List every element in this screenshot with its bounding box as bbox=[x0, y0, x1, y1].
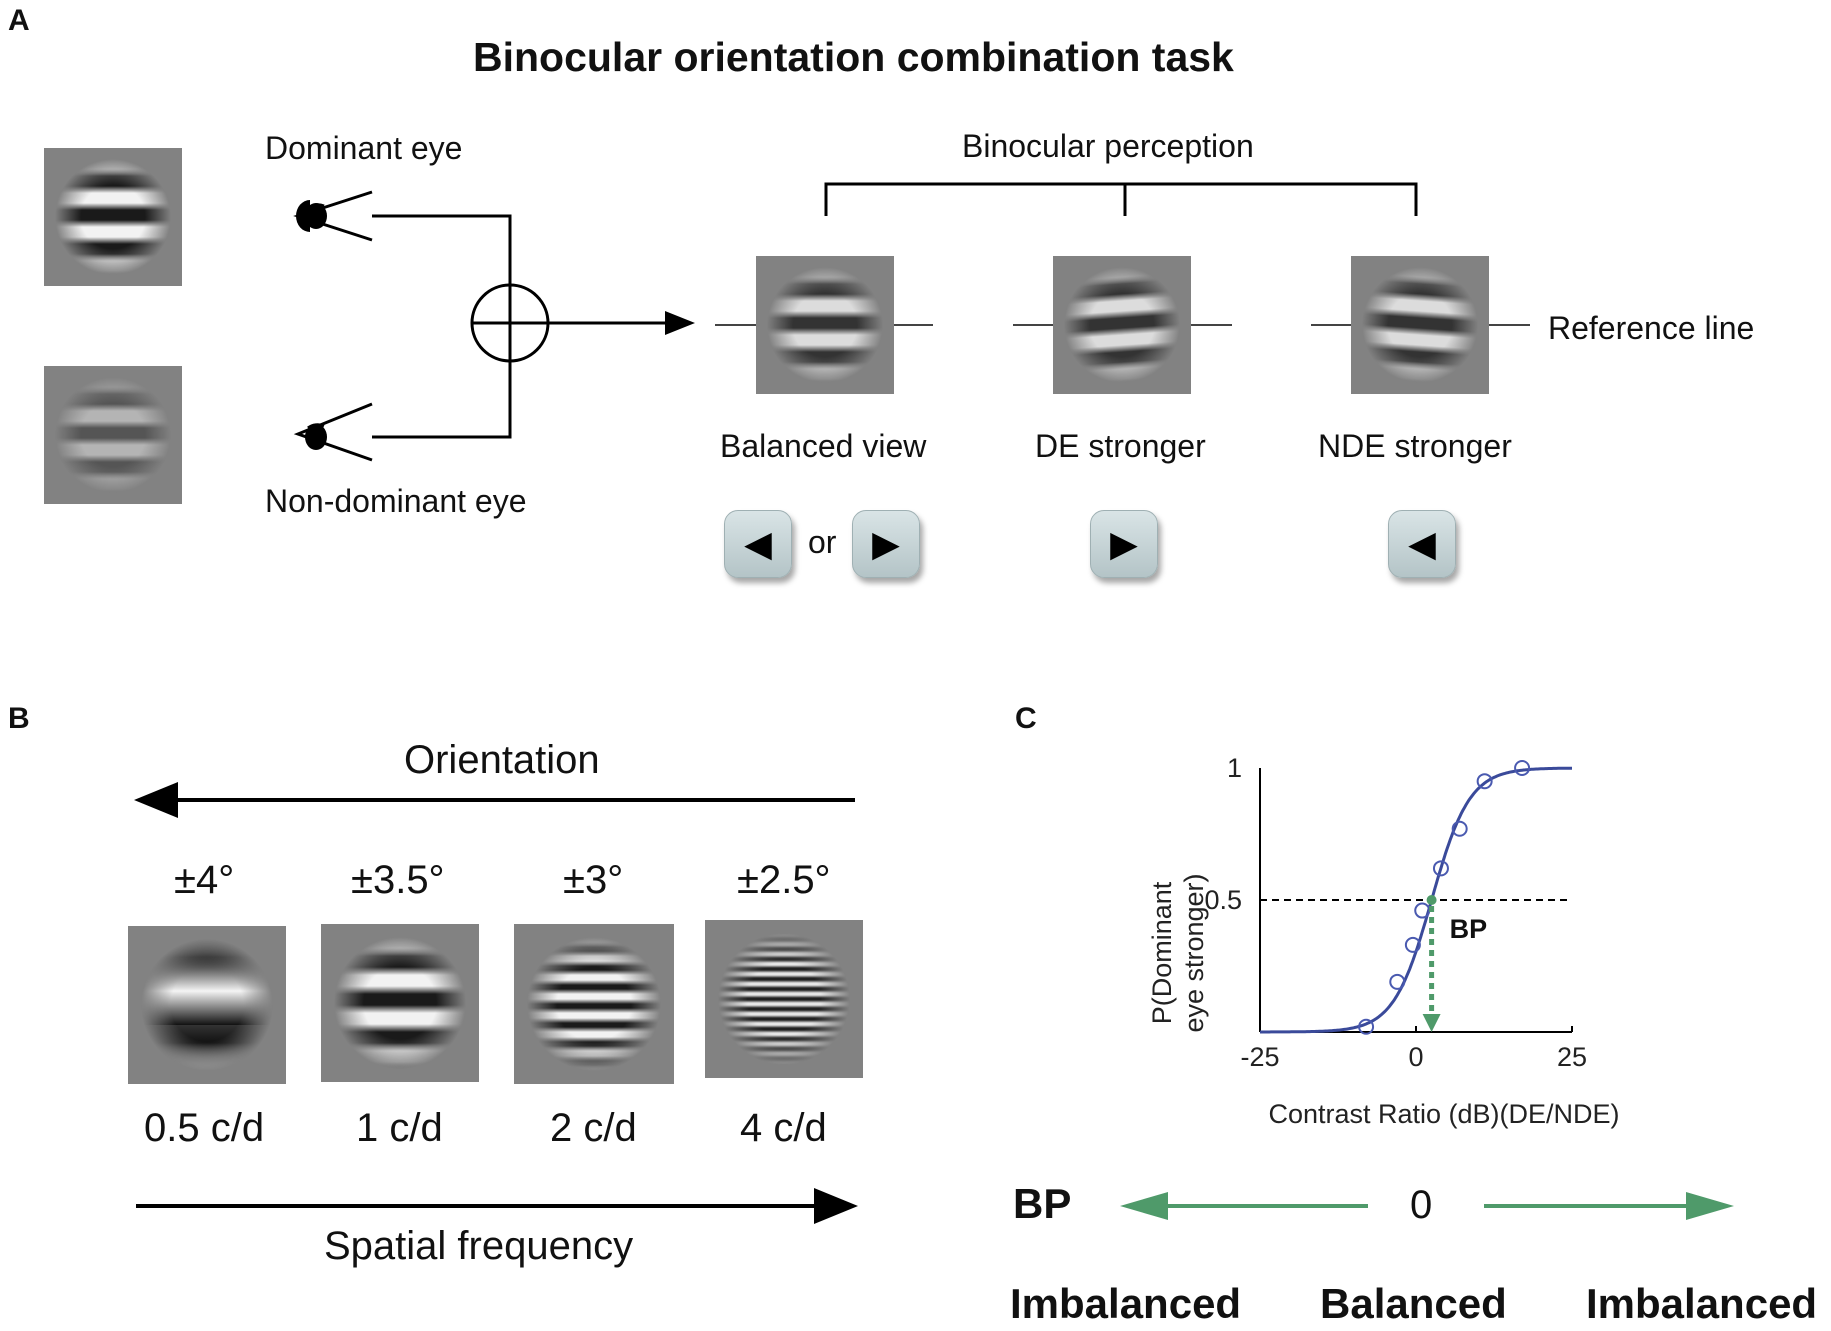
panel-a-title: Binocular orientation combination task bbox=[473, 34, 1234, 80]
spatial-frequency-label: Spatial frequency bbox=[324, 1224, 634, 1268]
nde-stronger-grating bbox=[1351, 256, 1489, 394]
orientation-value: ±2.5° bbox=[737, 858, 831, 902]
orientation-value: ±4° bbox=[174, 858, 235, 902]
left-arrow-icon: ◀ bbox=[1408, 523, 1436, 564]
data-point bbox=[1358, 1018, 1375, 1035]
balanced-label: Balanced bbox=[1320, 1280, 1507, 1327]
imbalanced-right-label: Imbalanced bbox=[1586, 1280, 1818, 1327]
x-tick-label: 0 bbox=[1408, 1042, 1423, 1072]
de-stronger-grating bbox=[1053, 256, 1191, 394]
data-point bbox=[1389, 973, 1406, 990]
perception-bracket bbox=[824, 182, 1418, 216]
orientation-value: ±3.5° bbox=[351, 858, 445, 902]
y-tick-label: 0.5 bbox=[1204, 885, 1242, 915]
output-arrow-icon bbox=[665, 311, 695, 335]
binocular-perception-label: Binocular perception bbox=[962, 128, 1254, 164]
orientation-arrow-icon bbox=[134, 782, 855, 818]
data-point bbox=[1432, 860, 1449, 877]
data-point bbox=[1451, 820, 1468, 837]
nondominant-eye-grating bbox=[44, 366, 182, 504]
grating-4cd bbox=[705, 920, 863, 1078]
orientation-label: Orientation bbox=[404, 738, 600, 782]
panel-b-letter: B bbox=[8, 702, 30, 735]
nde-stronger-label: NDE stronger bbox=[1318, 428, 1512, 464]
balanced-view-label: Balanced view bbox=[720, 428, 927, 464]
grating-0-5cd bbox=[128, 926, 286, 1084]
right-arrow-icon: ▶ bbox=[872, 523, 900, 564]
nondominant-eye-icon bbox=[293, 402, 373, 462]
binocular-combination-diagram bbox=[293, 190, 695, 462]
y-tick-label: 1 bbox=[1227, 753, 1242, 783]
frequency-value: 0.5 c/d bbox=[144, 1106, 265, 1150]
nondominant-eye-label: Non-dominant eye bbox=[265, 483, 527, 519]
x-axis-label: Contrast Ratio (dB)(DE/NDE) bbox=[1268, 1099, 1619, 1129]
imbalanced-left-label: Imbalanced bbox=[1010, 1280, 1242, 1327]
y-axis-label-line1: P(Dominant bbox=[1147, 881, 1177, 1024]
panel-c-letter: C bbox=[1015, 702, 1037, 735]
x-tick-label: -25 bbox=[1240, 1042, 1279, 1072]
de-stronger-right-arrow-key[interactable]: ▶ bbox=[1090, 510, 1158, 578]
reference-line-label: Reference line bbox=[1548, 310, 1755, 346]
bp-chart-label: BP bbox=[1450, 914, 1488, 944]
spatial-frequency-arrow-icon bbox=[136, 1188, 858, 1224]
dominant-eye-icon bbox=[293, 190, 373, 242]
data-point bbox=[1514, 760, 1531, 776]
frequency-value: 2 c/d bbox=[550, 1106, 637, 1150]
data-point bbox=[1404, 936, 1421, 953]
dominant-eye-grating bbox=[44, 148, 182, 286]
frequency-value: 1 c/d bbox=[356, 1106, 443, 1150]
right-green-arrow-icon bbox=[1484, 1192, 1734, 1220]
nde-stronger-left-arrow-key[interactable]: ◀ bbox=[1388, 510, 1456, 578]
orientation-value: ±3° bbox=[563, 858, 624, 902]
summation-icon bbox=[470, 283, 550, 363]
bp-arrow-icon bbox=[1422, 1014, 1441, 1032]
balanced-view-grating bbox=[756, 256, 894, 394]
y-axis-label-line2: eye stronger) bbox=[1179, 873, 1209, 1032]
left-arrow-icon: ◀ bbox=[744, 523, 772, 564]
or-label: or bbox=[808, 524, 837, 560]
grating-2cd bbox=[514, 924, 674, 1084]
de-stronger-label: DE stronger bbox=[1035, 428, 1206, 464]
left-green-arrow-icon bbox=[1120, 1192, 1368, 1220]
panel-a-letter: A bbox=[8, 4, 30, 37]
x-tick-label: 25 bbox=[1557, 1042, 1587, 1072]
grating-1cd bbox=[321, 924, 479, 1082]
right-arrow-key[interactable]: ▶ bbox=[852, 510, 920, 578]
psychometric-chart: -25 0 25 0.5 1BP Contrast Ratio (dB)(DE/NDE)… bbox=[1147, 753, 1620, 1129]
data-point bbox=[1476, 773, 1493, 790]
left-arrow-key[interactable]: ◀ bbox=[724, 510, 792, 578]
bp-point bbox=[1426, 895, 1437, 905]
frequency-value: 4 c/d bbox=[740, 1106, 827, 1150]
right-arrow-icon: ▶ bbox=[1110, 523, 1138, 564]
bp-label: BP bbox=[1013, 1180, 1072, 1227]
zero-label: 0 bbox=[1410, 1183, 1433, 1227]
dominant-eye-label: Dominant eye bbox=[265, 130, 463, 166]
